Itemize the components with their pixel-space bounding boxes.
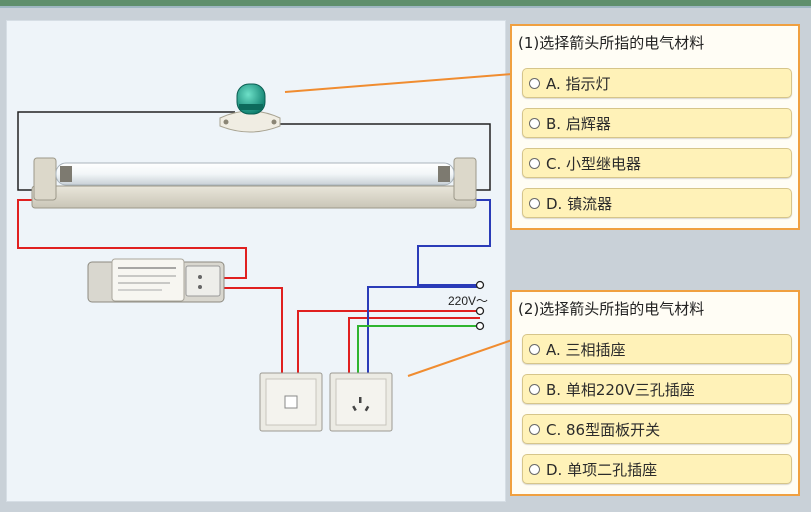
wire-black (17, 111, 491, 191)
arrow-to-socket (407, 327, 530, 377)
radio-icon[interactable] (529, 463, 540, 475)
wire-green (357, 325, 480, 374)
radio-icon[interactable] (529, 157, 540, 169)
radio-icon[interactable] (529, 343, 540, 355)
radio-icon[interactable] (529, 117, 540, 129)
question-panel-2: (2)选择箭头所指的电气材料 A. 三相插座 B. 单相220V三孔插座 C. … (510, 290, 800, 496)
fluorescent-tube-icon (31, 157, 477, 209)
option-label: C. 小型继电器 (546, 154, 642, 173)
q1-option-c[interactable]: C. 小型继电器 (522, 148, 792, 178)
option-label: B. 启辉器 (546, 114, 611, 133)
q2-option-c[interactable]: C. 86型面板开关 (522, 414, 792, 444)
switch-icon (259, 372, 323, 432)
arrow-to-starter (284, 64, 529, 93)
wire-blue (367, 199, 491, 374)
option-label: C. 86型面板开关 (546, 420, 661, 439)
question-2-prompt: (2)选择箭头所指的电气材料 (518, 300, 705, 318)
q1-option-d[interactable]: D. 镇流器 (522, 188, 792, 218)
option-label: D. 单项二孔插座 (546, 460, 658, 479)
question-1-prompt: (1)选择箭头所指的电气材料 (518, 34, 705, 52)
q1-option-a[interactable]: A. 指示灯 (522, 68, 792, 98)
wire-red (17, 199, 480, 374)
option-label: D. 镇流器 (546, 194, 613, 213)
socket-icon (329, 372, 393, 432)
radio-icon[interactable] (529, 423, 540, 435)
question-panel-1: (1)选择箭头所指的电气材料 A. 指示灯 B. 启辉器 C. 小型继电器 D.… (510, 24, 800, 230)
top-bar (0, 0, 811, 6)
q2-option-a[interactable]: A. 三相插座 (522, 334, 792, 364)
option-label: B. 单相220V三孔插座 (546, 380, 695, 399)
q1-option-b[interactable]: B. 启辉器 (522, 108, 792, 138)
voltage-label: 220V～ (448, 294, 489, 308)
radio-icon[interactable] (529, 77, 540, 89)
q2-option-d[interactable]: D. 单项二孔插座 (522, 454, 792, 484)
starter-icon (219, 83, 281, 133)
top-bar-accent (0, 6, 811, 8)
radio-icon[interactable] (529, 197, 540, 209)
power-terminals (475, 280, 485, 331)
option-label: A. 指示灯 (546, 74, 611, 93)
radio-icon[interactable] (529, 383, 540, 395)
ballast-icon (87, 258, 225, 303)
option-label: A. 三相插座 (546, 340, 626, 359)
q2-option-b[interactable]: B. 单相220V三孔插座 (522, 374, 792, 404)
